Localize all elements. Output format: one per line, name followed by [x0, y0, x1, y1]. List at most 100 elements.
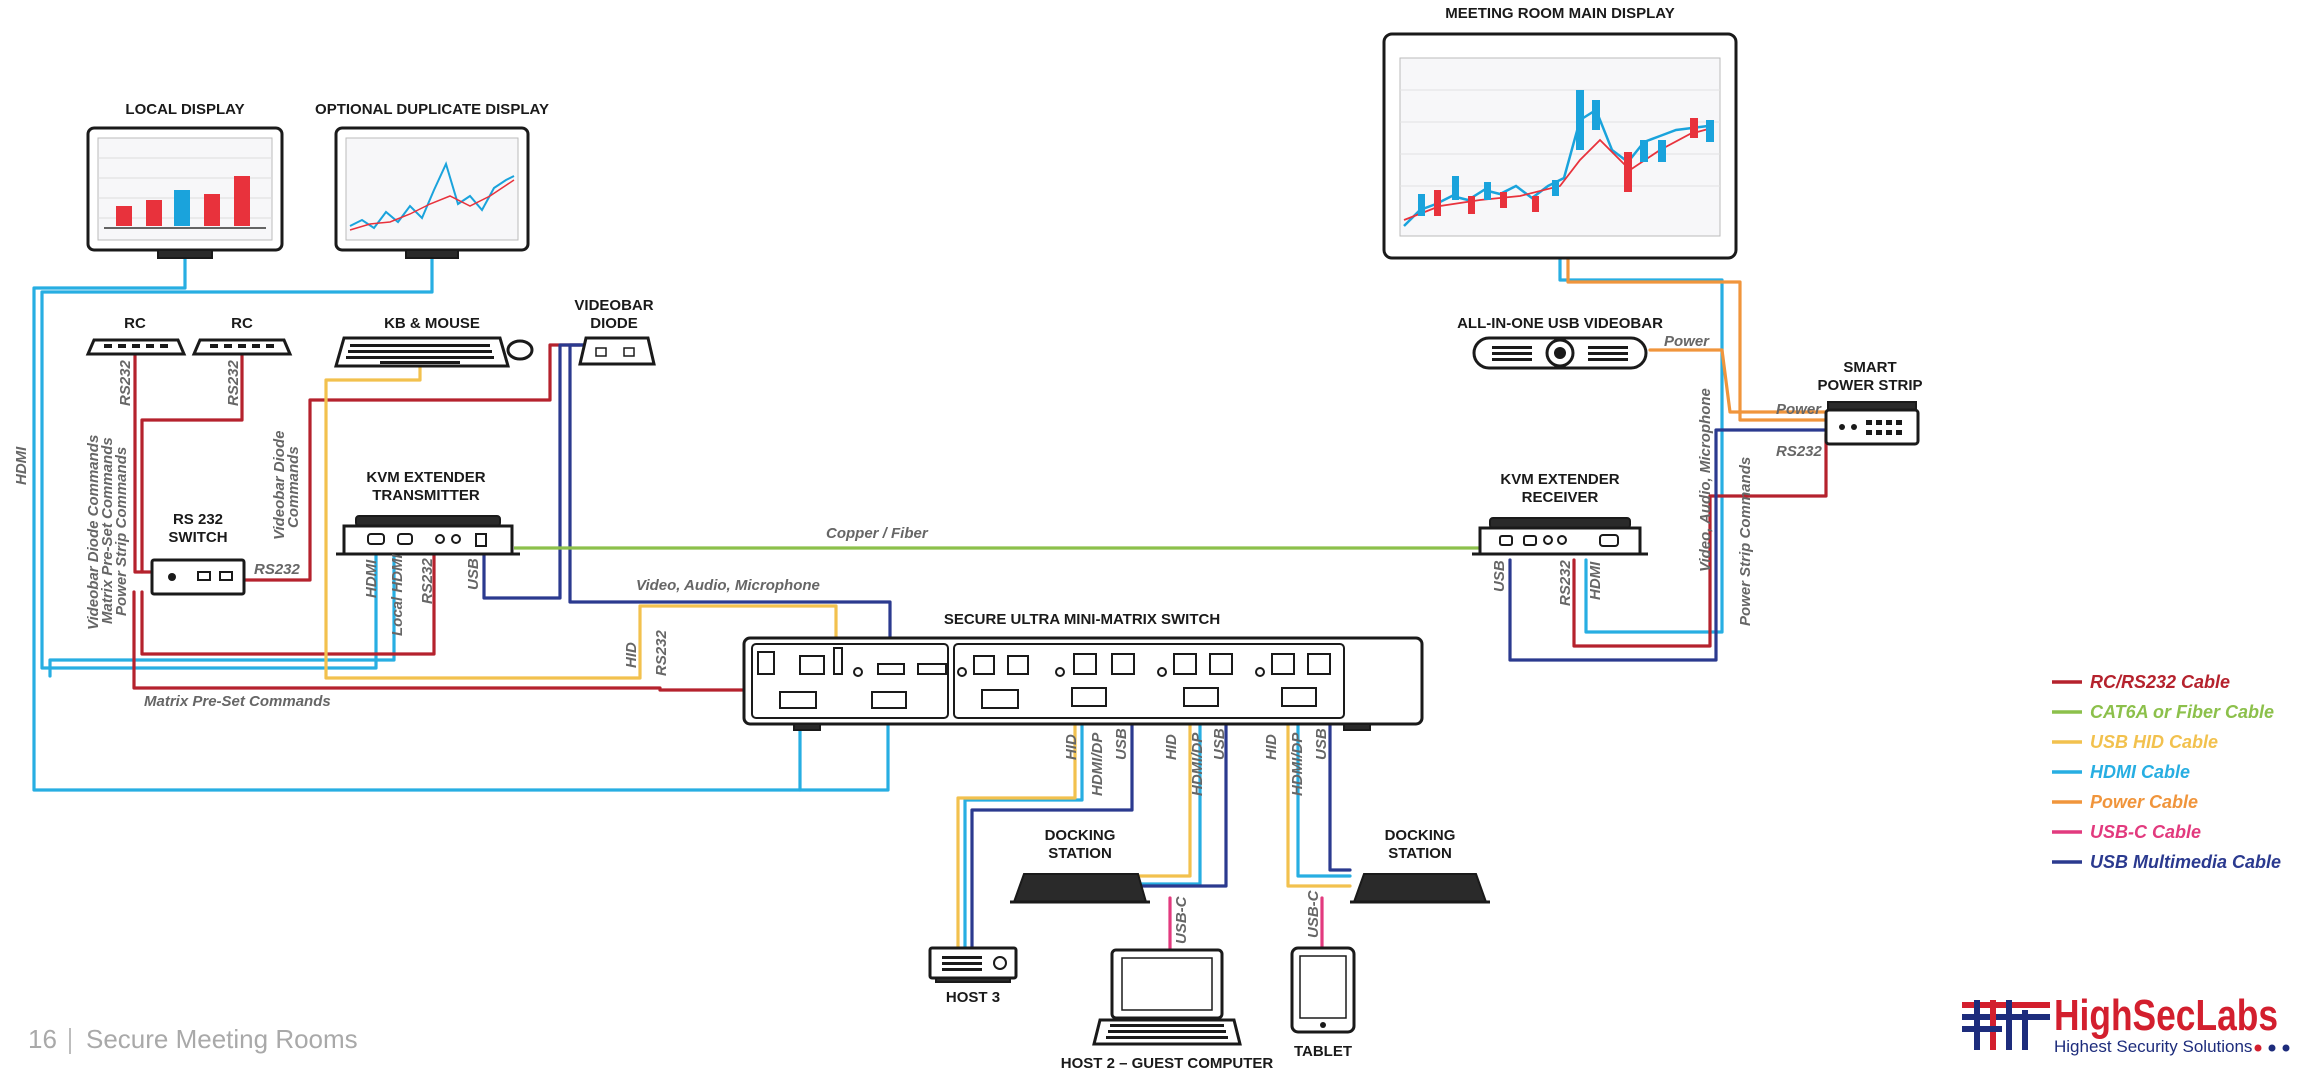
legend-item: Power Cable: [2052, 792, 2198, 812]
hid-host2: [1138, 688, 1192, 878]
logo-brand: HighSecLabs: [2054, 991, 2278, 1040]
usbc-cables: [1168, 896, 1324, 952]
hdmi-local-tx: [48, 540, 396, 678]
docking-station-1[interactable]: DOCKING STATION: [1010, 827, 1150, 904]
legend-label: USB Multimedia Cable: [2090, 852, 2281, 872]
t-hdmi-label: HDMI/DP: [1289, 732, 1306, 796]
legend-label: CAT6A or Fiber Cable: [2090, 702, 2274, 722]
t-hid-label: HID: [1263, 734, 1280, 760]
power-strip-label-2: POWER STRIP: [1817, 377, 1922, 394]
rs232-rc2-label: RS232: [225, 359, 242, 406]
legend-item: RC/RS232 Cable: [2052, 672, 2230, 692]
kvm-tx-label-2: TRANSMITTER: [372, 487, 480, 504]
hid-label: HID: [623, 642, 640, 668]
hdmi-left-label: HDMI: [13, 446, 30, 485]
cmd-power-strip-label: Power Strip Commands: [113, 447, 130, 616]
legend-item: CAT6A or Fiber Cable: [2052, 702, 2274, 722]
rs232-rc1-label: RS232: [117, 359, 134, 406]
legend-label: Power Cable: [2090, 792, 2198, 812]
power-1-label: Power: [1664, 333, 1710, 350]
usb-diode-tx: [482, 343, 604, 600]
videobar-diode-cmd-label-1: Videobar Diode: [271, 431, 288, 540]
matrix-switch-label: SECURE ULTRA MINI-MATRIX SWITCH: [944, 611, 1220, 628]
usbc-1-label: USB-C: [1173, 895, 1190, 944]
videobar-diode-cmd-label-2: Commands: [285, 446, 302, 528]
host-3[interactable]: HOST 3: [928, 946, 1018, 1006]
docking-station-icon: [1352, 873, 1488, 903]
kvm-extender-icon: [1478, 526, 1642, 556]
videobar-diode-label-1: VIDEOBAR: [574, 297, 653, 314]
kvm-extender-receiver[interactable]: KVM EXTENDER RECEIVER: [1472, 471, 1648, 556]
hdmi-host3: [963, 688, 1084, 950]
rs232-rx: [1572, 432, 1828, 648]
hdmi-matrix-out: [798, 720, 890, 792]
kvm-tx-label-1: KVM EXTENDER: [366, 469, 485, 486]
hid-keyboard: [324, 362, 838, 680]
rx-vam-label: Video, Audio, Microphone: [1697, 388, 1714, 572]
docking-1-label-a: DOCKING: [1045, 827, 1116, 844]
legend-item: HDMI Cable: [2052, 762, 2190, 782]
hdmi-rx-display: [1558, 254, 1724, 634]
cable-labels: HDMI RS232 RS232 Videobar Diode Commands…: [13, 333, 1823, 944]
h2-usb-label: USB: [1211, 728, 1228, 760]
hdmi-local-display: [32, 254, 802, 792]
h3-hdmi-label: HDMI/DP: [1089, 732, 1106, 796]
h2-hdmi-label: HDMI/DP: [1189, 732, 1206, 796]
usb-tablet: [1328, 688, 1352, 872]
cables: [32, 254, 1828, 952]
optional-display-label: OPTIONAL DUPLICATE DISPLAY: [315, 101, 549, 118]
legend-label: USB-C Cable: [2090, 822, 2201, 842]
tx-local-hdmi-label: Local HDMI: [389, 553, 406, 636]
legend-label: HDMI Cable: [2090, 762, 2190, 782]
rs232-rc2: [140, 352, 244, 574]
docking-station-2[interactable]: DOCKING STATION: [1350, 827, 1490, 904]
all-in-one-usb-videobar[interactable]: ALL-IN-ONE USB VIDEOBAR: [1457, 315, 1663, 370]
docking-2-label-a: DOCKING: [1385, 827, 1456, 844]
rx-psc-label: Power Strip Commands: [1737, 457, 1754, 626]
highseclabs-logo: HighSecLabs Highest Security Solutions: [1962, 991, 2290, 1056]
videobar-diode[interactable]: VIDEOBAR DIODE: [574, 297, 656, 366]
hdmi-tablet: [1296, 688, 1352, 878]
copper-fiber-label: Copper / Fiber: [826, 525, 929, 542]
rs232-strip-label: RS232: [1776, 443, 1823, 460]
videobar-diode-label-2: DIODE: [590, 315, 638, 332]
kvm-extender-transmitter[interactable]: KVM EXTENDER TRANSMITTER: [336, 469, 520, 556]
h2-hid-label: HID: [1163, 734, 1180, 760]
mouse-icon: [506, 339, 534, 361]
secure-ultra-mini-matrix-switch[interactable]: SECURE ULTRA MINI-MATRIX SWITCH: [742, 611, 1424, 731]
diode-icon: [578, 336, 656, 366]
power-strip-label-1: SMART: [1843, 359, 1896, 376]
kb-mouse[interactable]: KB & MOUSE: [334, 315, 534, 368]
rc-remote-1[interactable]: RC: [85, 315, 187, 356]
rx-rs232-label: RS232: [1557, 559, 1574, 606]
local-display-label: LOCAL DISPLAY: [125, 101, 244, 118]
h3-usb-label: USB: [1113, 728, 1130, 760]
smart-power-strip[interactable]: SMART POWER STRIP: [1817, 359, 1923, 446]
power-videobar: [1648, 348, 1828, 414]
hid-host3: [956, 688, 1084, 950]
matrix-switch-icon: [742, 636, 1424, 726]
rs232-diode: [243, 343, 582, 582]
host-2-guest-computer[interactable]: HOST 2 – GUEST COMPUTER: [1061, 948, 1274, 1072]
footer: 16 Secure Meeting Rooms: [28, 1024, 358, 1054]
hdmi-cables: [32, 254, 1724, 950]
local-display[interactable]: LOCAL DISPLAY: [86, 101, 284, 259]
video-audio-mic-label: Video, Audio, Microphone: [636, 577, 820, 594]
legend-item: USB-C Cable: [2052, 822, 2201, 842]
rc-remote-2[interactable]: RC: [191, 315, 293, 356]
rs232-matrix-label: RS232: [653, 629, 670, 676]
tablet[interactable]: TABLET: [1290, 946, 1356, 1060]
power-2-label: Power: [1776, 401, 1822, 418]
usb-diode-matrix: [568, 343, 892, 642]
usb-host2: [1138, 688, 1228, 888]
docking-2-label-b: STATION: [1388, 845, 1452, 862]
meeting-room-main-display[interactable]: MEETING ROOM MAIN DISPLAY: [1382, 5, 1738, 260]
rc1-label: RC: [124, 315, 146, 332]
rs232-switch[interactable]: RS 232 SWITCH: [150, 511, 246, 596]
legend-item: USB HID Cable: [2052, 732, 2218, 752]
optional-duplicate-display[interactable]: OPTIONAL DUPLICATE DISPLAY: [315, 101, 549, 259]
hdmi-host2: [1138, 688, 1202, 886]
power-cables: [1566, 254, 1828, 422]
rx-usb-label: USB: [1491, 560, 1508, 592]
cmd-matrix-preset-label: Matrix Pre-Set Commands: [99, 437, 116, 624]
